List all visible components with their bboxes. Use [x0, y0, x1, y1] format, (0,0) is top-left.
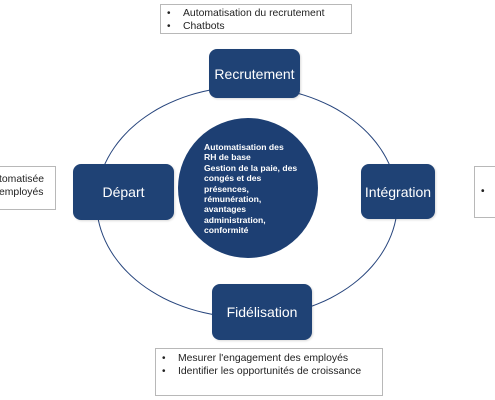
- hub-line: conformité: [204, 225, 249, 236]
- hub-line: avantages: [204, 204, 247, 215]
- callout-item: tomatisée: [0, 174, 45, 185]
- callout-recrutement: Automatisation du recrutement Chatbots: [160, 4, 352, 34]
- hub-line: Automatisation des: [204, 142, 284, 152]
- callout-depart: tomatisée employés: [0, 166, 56, 210]
- callout-item: employés: [0, 187, 44, 198]
- callout-item: Identifier les opportunités de croissanc…: [156, 365, 382, 378]
- stage-depart: Départ: [73, 164, 174, 220]
- stage-integration: Intégration: [361, 164, 435, 219]
- callout-fidelisation: Mesurer l'engagement des employés Identi…: [155, 348, 383, 396]
- stage-fidelisation: Fidélisation: [212, 284, 312, 340]
- callout-item: Chatbots: [161, 20, 351, 33]
- callout-item: Automatisation du recrutement: [161, 7, 351, 20]
- hub-line: rémunération,: [204, 194, 262, 205]
- hub-line: Gestion de la paie, des: [204, 162, 298, 173]
- hub-line: congés et des présences,: [204, 173, 262, 194]
- stage-recrutement: Recrutement: [209, 49, 300, 98]
- hub-line: administration,: [204, 214, 266, 225]
- callout-integration: [474, 166, 495, 218]
- core-hr-automation-hub: Automatisation des RH de base Gestion de…: [178, 118, 318, 258]
- hub-line: RH de base: [204, 152, 251, 163]
- callout-item: Mesurer l'engagement des employés: [156, 352, 382, 365]
